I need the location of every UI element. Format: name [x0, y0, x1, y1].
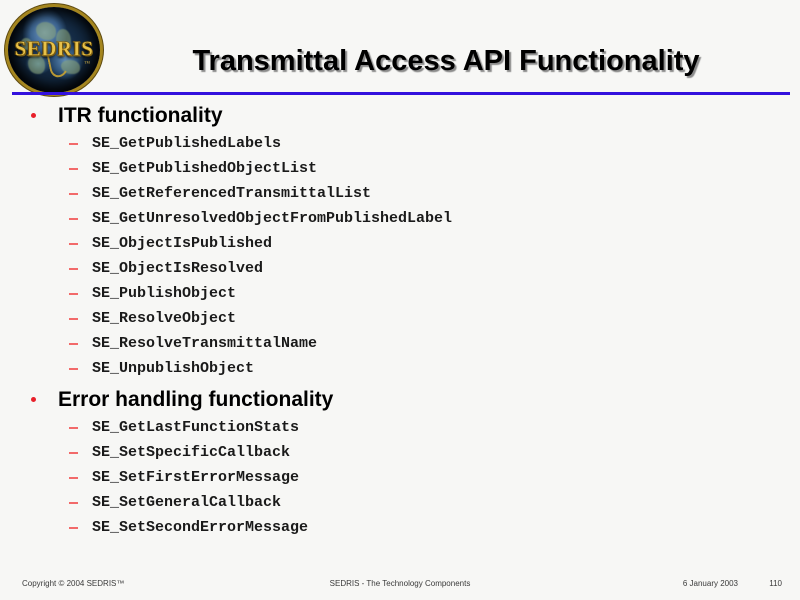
list-item: SE_GetLastFunctionStats: [0, 415, 800, 440]
list-item: SE_SetFirstErrorMessage: [0, 465, 800, 490]
bullet-icon: [31, 397, 36, 402]
list-item: SE_SetGeneralCallback: [0, 490, 800, 515]
list-item: SE_UnpublishObject: [0, 356, 800, 381]
logo-trademark: ™: [84, 61, 90, 67]
footer-date: 6 January 2003: [682, 579, 738, 588]
dash-icon: [69, 193, 78, 195]
list-item: SE_ObjectIsResolved: [0, 256, 800, 281]
footer-subtitle: SEDRIS - The Technology Components: [329, 579, 471, 588]
dash-icon: [69, 268, 78, 270]
list-item: SE_SetSpecificCallback: [0, 440, 800, 465]
section-heading: Error handling functionality: [0, 384, 800, 415]
title-divider: [12, 92, 790, 95]
list-item-label: SE_ResolveTransmittalName: [92, 335, 318, 352]
dash-icon: [69, 318, 78, 320]
list-item: SE_ObjectIsPublished: [0, 231, 800, 256]
list-item-label: SE_GetPublishedObjectList: [92, 160, 318, 177]
list-item: SE_GetUnresolvedObjectFromPublishedLabel: [0, 206, 800, 231]
footer-copyright: Copyright © 2004 SEDRIS™: [22, 579, 125, 588]
list-item: SE_SetSecondErrorMessage: [0, 515, 800, 540]
list-item-label: SE_SetGeneralCallback: [92, 494, 282, 511]
dash-icon: [69, 452, 78, 454]
bullet-icon: [31, 113, 36, 118]
section-heading-label: ITR functionality: [58, 104, 223, 127]
page-title: Transmittal Access API Functionality: [192, 45, 700, 77]
list-item: SE_ResolveTransmittalName: [0, 331, 800, 356]
dash-icon: [69, 368, 78, 370]
list-item: SE_GetPublishedLabels: [0, 131, 800, 156]
dash-icon: [69, 243, 78, 245]
globe-landmasses: [8, 7, 100, 93]
logo-wordmark: SEDRIS: [14, 36, 94, 61]
list-item-label: SE_PublishObject: [92, 285, 237, 302]
list-item-label: SE_SetSpecificCallback: [92, 444, 291, 461]
dash-icon: [69, 343, 78, 345]
list-item-label: SE_ObjectIsPublished: [92, 235, 273, 252]
sedris-logo: SEDRIS ™: [8, 7, 100, 93]
dash-icon: [69, 527, 78, 529]
list-item-label: SE_UnpublishObject: [92, 360, 255, 377]
list-item: SE_GetPublishedObjectList: [0, 156, 800, 181]
dash-icon: [69, 427, 78, 429]
list-item: SE_PublishObject: [0, 281, 800, 306]
dash-icon: [69, 293, 78, 295]
list-item-label: SE_SetSecondErrorMessage: [92, 519, 309, 536]
dash-icon: [69, 168, 78, 170]
list-item: SE_ResolveObject: [0, 306, 800, 331]
footer-page-number: 110: [769, 579, 782, 588]
list-item-label: SE_GetPublishedLabels: [92, 135, 282, 152]
list-item-label: SE_ResolveObject: [92, 310, 237, 327]
dash-icon: [69, 477, 78, 479]
slide-footer: Copyright © 2004 SEDRIS™ SEDRIS - The Te…: [0, 570, 800, 600]
list-item-label: SE_SetFirstErrorMessage: [92, 469, 300, 486]
dash-icon: [69, 143, 78, 145]
list-item: SE_GetReferencedTransmittalList: [0, 181, 800, 206]
list-item-label: SE_GetLastFunctionStats: [92, 419, 300, 436]
globe-icon: SEDRIS ™: [8, 7, 100, 93]
list-item-label: SE_GetUnresolvedObjectFromPublishedLabel: [92, 210, 453, 227]
dash-icon: [69, 502, 78, 504]
list-item-label: SE_GetReferencedTransmittalList: [92, 185, 372, 202]
dash-icon: [69, 218, 78, 220]
list-item-label: SE_ObjectIsResolved: [92, 260, 264, 277]
section-heading-label: Error handling functionality: [58, 388, 334, 411]
content-list: ITR functionality SE_GetPublishedLabels …: [0, 100, 800, 540]
section-heading: ITR functionality: [0, 100, 800, 131]
